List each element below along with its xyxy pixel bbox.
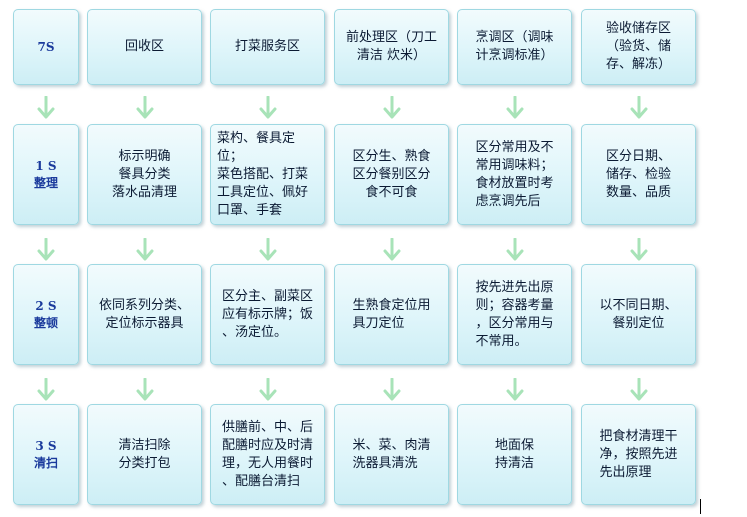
row-3s-cell-1-text: 清洁扫除 分类打包 [118, 437, 171, 471]
row-2s-cell-1: 依同系列分类、 定位标示器具 [87, 264, 202, 365]
row-3s-cell-4: 地面保 持清洁 [457, 404, 572, 505]
row-1s-cell-4: 区分常用及不 常用调味料； 食材放置时考 虑烹调先后 [457, 124, 572, 225]
row-1s-cell-1-text: 标示明确 餐具分类 落水品清理 [111, 148, 177, 200]
row-7s-cell-1: 回收区 [87, 9, 202, 85]
row-2s-cell-3-text: 生熟食定位用 具刀定位 [352, 297, 431, 331]
row-1s-cell-1: 标示明确 餐具分类 落水品清理 [87, 124, 202, 225]
row-2s-cell-4-text: 按先进先出原 则；容器考量 ，区分常用与 不常用。 [475, 279, 554, 349]
down-arrow-icon [259, 238, 276, 261]
row-7s-cell-0-text: 7S [37, 39, 55, 54]
row-1s-cell-3-text: 区分生、熟食 区分餐别区分 食不可食 [352, 148, 431, 200]
row-1s-cell-4-text: 区分常用及不 常用调味料； 食材放置时考 虑烹调先后 [475, 139, 554, 209]
row-7s-cell-3-text: 前处理区（刀工 清洁 炊米） [345, 30, 437, 63]
row-7s-cell-4: 烹调区（调味 计烹调标准） [457, 9, 572, 85]
row-1s-cell-2-text: 菜杓、餐具定位； 菜色搭配、打菜 工具定位、佩好 口罩、手套 [217, 130, 309, 218]
row-7s-cell-4-text: 烹调区（调味 计烹调标准） [475, 30, 554, 63]
down-arrow-icon [37, 96, 55, 119]
down-arrow-icon [136, 378, 153, 401]
row-3s-cell-4-text: 地面保 持清洁 [494, 437, 534, 471]
row-7s-cell-1-text: 回收区 [124, 39, 164, 54]
down-arrow-icon [383, 378, 400, 401]
row-3s-cell-0: 3 S 清扫 [13, 404, 79, 505]
down-arrow-icon [506, 378, 523, 401]
row-1s-cell-3: 区分生、熟食 区分餐别区分 食不可食 [334, 124, 449, 225]
down-arrow-icon [136, 238, 153, 261]
row-2s-cell-3: 生熟食定位用 具刀定位 [334, 264, 449, 365]
down-arrow-icon [259, 96, 276, 119]
row-7s-cell-0: 7S [13, 9, 79, 85]
row-7s-cell-5: 验收储存区 （验货、储 存、解冻） [581, 9, 696, 85]
row-7s-cell-5-text: 验收储存区 （验货、储 存、解冻） [605, 21, 671, 72]
down-arrow-icon [506, 96, 523, 119]
row-7s-cell-3: 前处理区（刀工 清洁 炊米） [334, 9, 449, 85]
row-2s-cell-1-text: 依同系列分类、 定位标示器具 [98, 297, 190, 331]
down-arrow-icon [37, 378, 55, 401]
down-arrow-icon [37, 238, 55, 261]
row-3s-cell-3: 米、菜、肉清 洗器具清洗 [334, 404, 449, 505]
row-3s-cell-5: 把食材清理干 净，按照先进 先出原理 [581, 404, 696, 505]
row-3s-cell-5-text: 把食材清理干 净，按照先进 先出原理 [599, 428, 678, 480]
row-1s-cell-2: 菜杓、餐具定位； 菜色搭配、打菜 工具定位、佩好 口罩、手套 [210, 124, 325, 225]
down-arrow-icon [630, 238, 647, 261]
row-2s-cell-4: 按先进先出原 则；容器考量 ，区分常用与 不常用。 [457, 264, 572, 365]
row-1s-cell-0-text: 1 S 整理 [33, 158, 58, 190]
down-arrow-icon [383, 238, 400, 261]
row-2s-cell-2-text: 区分主、副菜区 应有标示牌；饭 、汤定位。 [221, 288, 313, 340]
down-arrow-icon [136, 96, 153, 119]
row-3s-cell-1: 清洁扫除 分类打包 [87, 404, 202, 505]
row-3s-cell-2-text: 供膳前、中、后 配膳时应及时清 理，无人用餐时 、配膳台清扫 [221, 419, 313, 489]
row-2s-cell-2: 区分主、副菜区 应有标示牌；饭 、汤定位。 [210, 264, 325, 365]
row-3s-cell-0-text: 3 S 清扫 [33, 438, 58, 470]
down-arrow-icon [259, 378, 276, 401]
row-2s-cell-0: 2 S 整顿 [13, 264, 79, 365]
row-7s-cell-2-text: 打菜服务区 [234, 39, 300, 54]
row-7s-cell-2: 打菜服务区 [210, 9, 325, 85]
row-1s-cell-5-text: 区分日期、 储存、检验 数量、品质 [605, 148, 671, 200]
row-3s-cell-3-text: 米、菜、肉清 洗器具清洗 [352, 437, 431, 471]
down-arrow-icon [383, 96, 400, 119]
row-1s-cell-0: 1 S 整理 [13, 124, 79, 225]
down-arrow-icon [506, 238, 523, 261]
down-arrow-icon [630, 96, 647, 119]
row-2s-cell-5-text: 以不同日期、 餐别定位 [599, 297, 678, 331]
row-2s-cell-5: 以不同日期、 餐别定位 [581, 264, 696, 365]
text-cursor [700, 499, 701, 514]
row-3s-cell-2: 供膳前、中、后 配膳时应及时清 理，无人用餐时 、配膳台清扫 [210, 404, 325, 505]
row-2s-cell-0-text: 2 S 整顿 [33, 298, 58, 330]
row-1s-cell-5: 区分日期、 储存、检验 数量、品质 [581, 124, 696, 225]
down-arrow-icon [630, 378, 647, 401]
